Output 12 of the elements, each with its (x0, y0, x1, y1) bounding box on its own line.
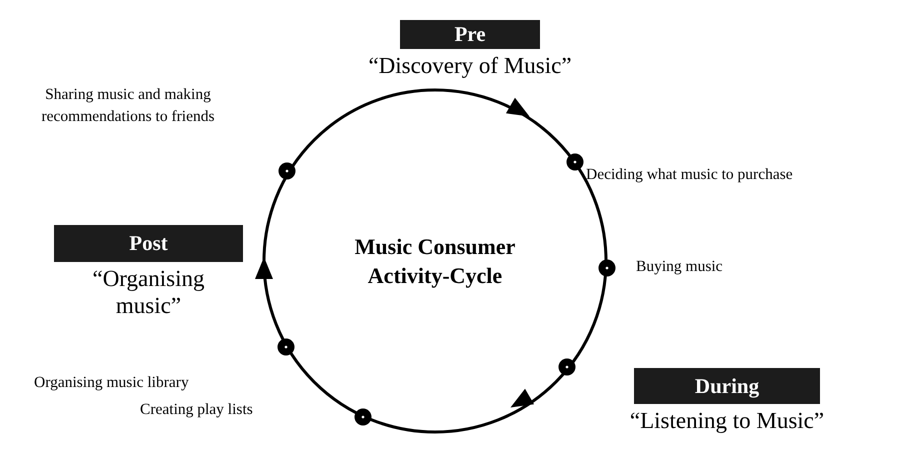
step-label: Buying music (636, 257, 723, 277)
phase-label: Post (54, 225, 243, 262)
step-label: Deciding what music to purchase (586, 165, 793, 185)
cycle-title: Music Consumer Activity-Cycle (354, 233, 516, 290)
phase-label: During (634, 368, 820, 404)
phase-description: “Listening to Music” (628, 407, 826, 434)
phase-description: “Organising music” (91, 265, 206, 319)
phase-label: Pre (400, 20, 540, 49)
step-label: Creating play lists (140, 400, 253, 420)
step-label: Sharing music and making recommendations to friends (40, 85, 216, 127)
phase-description: “Discovery of Music” (367, 52, 573, 79)
step-label: Organising music library (34, 373, 189, 393)
